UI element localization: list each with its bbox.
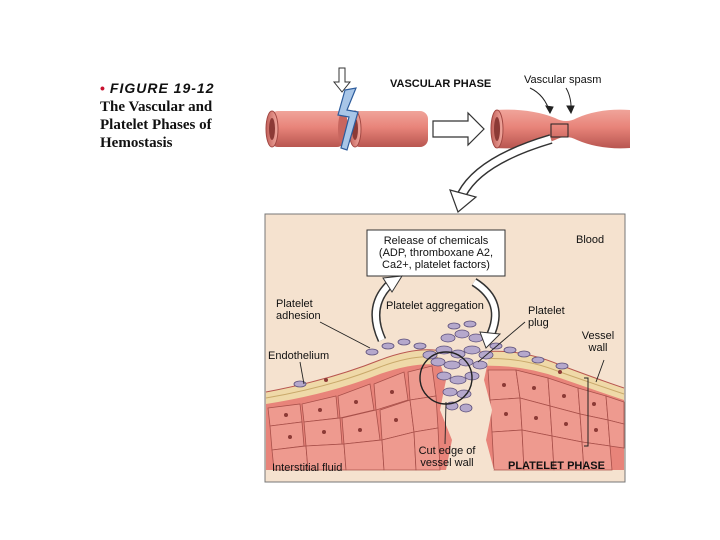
figure-title-line-3: Hemostasis: [100, 135, 173, 151]
figure-title-line-2: Platelet Phases of: [100, 117, 212, 133]
figure-caption: •FIGURE 19-12 The Vascular and Platelet …: [100, 80, 260, 152]
bullet-icon: •: [100, 80, 106, 96]
figure-title: The Vascular and Platelet Phases of Hemo…: [100, 98, 260, 152]
vessel-segment-right: [348, 110, 428, 148]
platelet-adhesion-line-1: Platelet: [276, 298, 313, 310]
down-arrow-icon: [332, 67, 352, 93]
right-arrow-icon: [432, 111, 485, 147]
interstitial-fluid-label: Interstitial fluid: [272, 462, 343, 474]
spasm-arrows: [529, 87, 575, 115]
platelet-plug-line-2: plug: [528, 317, 549, 329]
platelet-aggregation-label: Platelet aggregation: [386, 300, 484, 312]
vessel-segment-left: [265, 110, 348, 148]
endothelium-label: Endothelium: [268, 350, 330, 362]
chem-line-3: Ca2+, platelet factors): [382, 259, 490, 271]
cut-edge-line-1: Cut edge of: [418, 445, 476, 457]
platelet-phase-label: PLATELET PHASE: [508, 460, 605, 472]
platelet-plug-label: Platelet plug: [528, 305, 565, 329]
leader-lines: [299, 321, 605, 445]
figure-number-text: FIGURE 19-12: [109, 80, 215, 96]
chem-line-2: (ADP, thromboxane A2,: [378, 247, 494, 259]
zoom-arrow-icon: [449, 134, 553, 214]
vascular-spasm-label: Vascular spasm: [524, 74, 602, 86]
vessel-wall-line-2: wall: [588, 342, 608, 354]
platelet-adhesion-line-2: adhesion: [276, 310, 321, 322]
vascular-phase-label: VASCULAR PHASE: [390, 78, 492, 90]
vessel-wall-label: Vessel wall: [578, 330, 618, 354]
cutting-blade-icon: [337, 87, 359, 151]
chem-line-1: Release of chemicals: [383, 235, 489, 247]
platelet-plug-line-1: Platelet: [528, 305, 565, 317]
cut-edge-label: Cut edge of vessel wall: [410, 445, 484, 469]
figure-number: •FIGURE 19-12: [100, 80, 260, 96]
platelet-plug: [293, 320, 569, 413]
platelet-adhesion-label: Platelet adhesion: [276, 298, 321, 322]
feedback-arrows: [371, 275, 502, 349]
vessel-wall-line-1: Vessel: [581, 330, 615, 342]
constricted-vessel: [490, 109, 630, 149]
chemical-release-box: [366, 229, 506, 277]
figure-title-line-1: The Vascular and: [100, 99, 213, 115]
chemical-release-text: Release of chemicals (ADP, thromboxane A…: [370, 235, 502, 271]
cut-edge-line-2: vessel wall: [420, 457, 474, 469]
blood-label: Blood: [576, 234, 605, 246]
